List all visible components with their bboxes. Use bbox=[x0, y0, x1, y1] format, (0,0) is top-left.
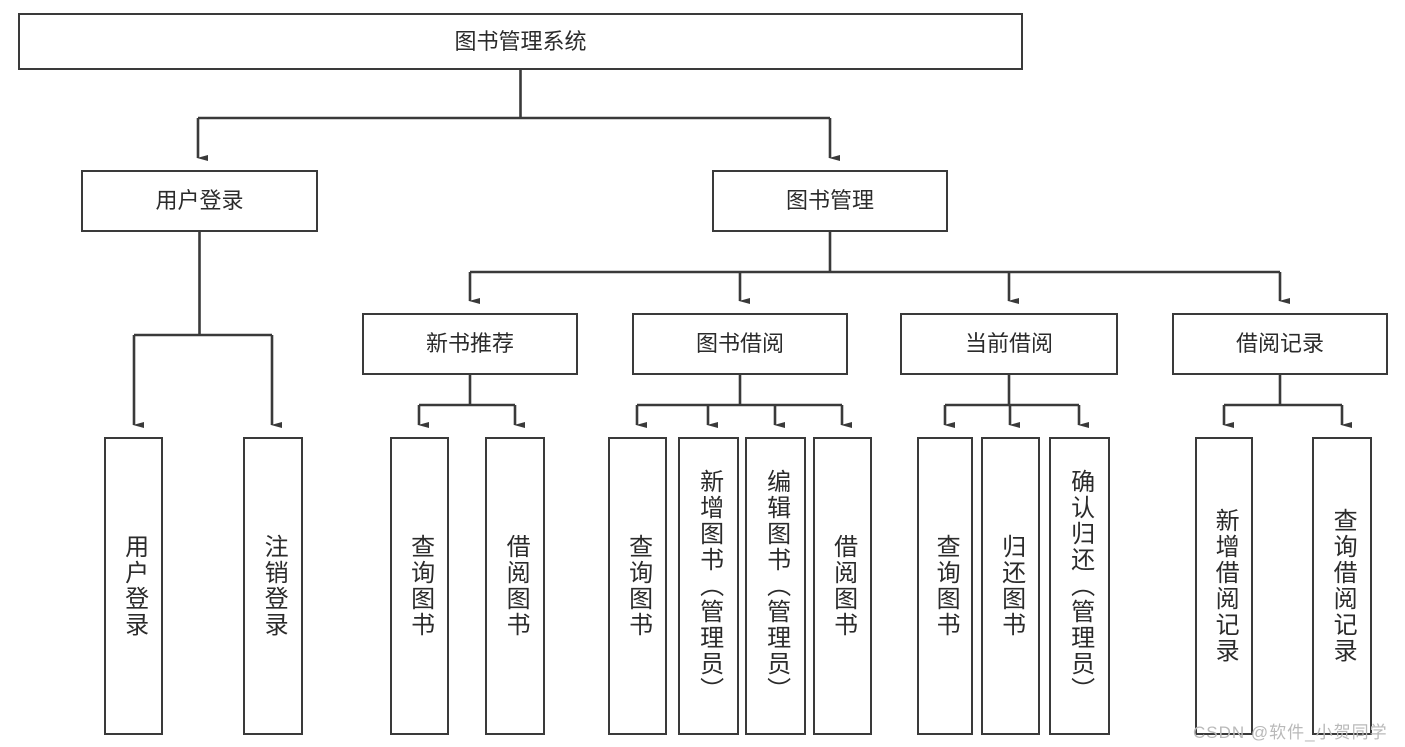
leaf-node[interactable]: 借阅图书 bbox=[813, 437, 872, 735]
leaf-node[interactable]: 确认归还（管理员） bbox=[1049, 437, 1110, 735]
leaf-node-label: 借阅图书 bbox=[829, 534, 857, 638]
leaf-node[interactable]: 查询借阅记录 bbox=[1312, 437, 1372, 735]
leaf-node[interactable]: 查询图书 bbox=[608, 437, 667, 735]
leaf-node-label: 查询借阅记录 bbox=[1329, 508, 1357, 664]
node-root[interactable]: 图书管理系统 bbox=[18, 13, 1023, 70]
node-borrow-records-label: 借阅记录 bbox=[1235, 331, 1324, 357]
leaf-node-label: 查询图书 bbox=[406, 534, 434, 638]
leaf-node-label: 归还图书 bbox=[997, 534, 1025, 638]
leaf-node-label: 用户登录 bbox=[120, 534, 148, 638]
node-new-book-recommend[interactable]: 新书推荐 bbox=[362, 313, 578, 375]
leaf-node[interactable]: 借阅图书 bbox=[485, 437, 545, 735]
leaf-node-label: 确认归还（管理员） bbox=[1066, 469, 1094, 703]
node-current-borrow-label: 当前借阅 bbox=[964, 331, 1053, 357]
leaf-node[interactable]: 新增图书（管理员） bbox=[678, 437, 739, 735]
leaf-node-label: 借阅图书 bbox=[502, 534, 530, 638]
leaf-node-label: 新增图书（管理员） bbox=[695, 469, 723, 703]
leaf-node-label: 查询图书 bbox=[624, 534, 652, 638]
node-user-login-label: 用户登录 bbox=[155, 188, 244, 214]
node-new-book-recommend-label: 新书推荐 bbox=[425, 331, 514, 357]
leaf-node-label: 编辑图书（管理员） bbox=[762, 469, 790, 703]
node-book-management-label: 图书管理 bbox=[785, 188, 874, 214]
leaf-node-label: 注销登录 bbox=[260, 534, 288, 638]
leaf-node-label: 查询图书 bbox=[932, 534, 960, 638]
leaf-node[interactable]: 新增借阅记录 bbox=[1195, 437, 1253, 735]
leaf-node[interactable]: 查询图书 bbox=[917, 437, 973, 735]
node-book-borrow-label: 图书借阅 bbox=[695, 331, 784, 357]
leaf-node[interactable]: 注销登录 bbox=[243, 437, 303, 735]
node-root-label: 图书管理系统 bbox=[454, 28, 587, 54]
node-book-management[interactable]: 图书管理 bbox=[712, 170, 948, 232]
leaf-node[interactable]: 用户登录 bbox=[104, 437, 163, 735]
node-current-borrow[interactable]: 当前借阅 bbox=[900, 313, 1118, 375]
node-book-borrow[interactable]: 图书借阅 bbox=[632, 313, 848, 375]
watermark: CSDN @软件_小贺同学 bbox=[1193, 723, 1388, 742]
leaf-node[interactable]: 编辑图书（管理员） bbox=[745, 437, 806, 735]
node-user-login[interactable]: 用户登录 bbox=[81, 170, 318, 232]
leaf-node-label: 新增借阅记录 bbox=[1211, 508, 1239, 664]
leaf-node[interactable]: 查询图书 bbox=[390, 437, 449, 735]
leaf-node[interactable]: 归还图书 bbox=[981, 437, 1040, 735]
node-borrow-records[interactable]: 借阅记录 bbox=[1172, 313, 1388, 375]
